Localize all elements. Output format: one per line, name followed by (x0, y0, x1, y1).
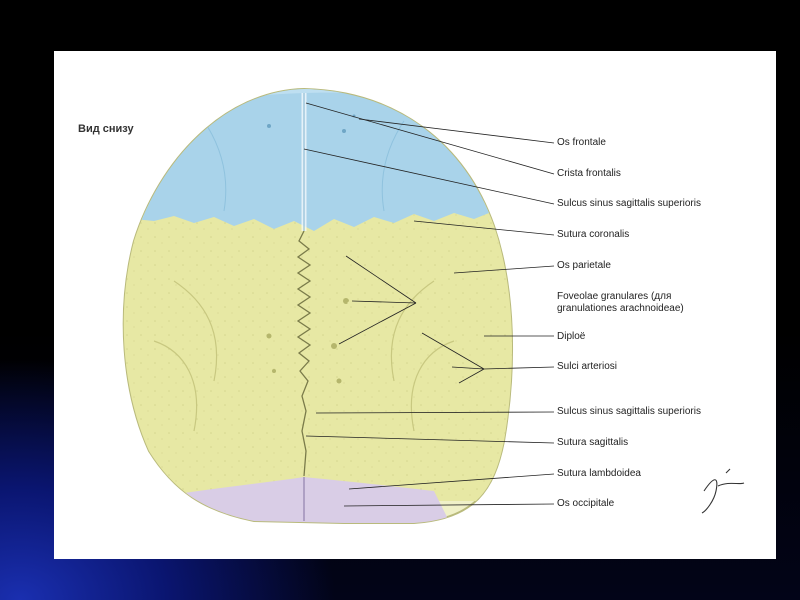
occipital-region (174, 477, 454, 523)
label-diploe: Diploë (557, 331, 586, 342)
label-sutura-lambdoidea: Sutura lambdoidea (557, 468, 641, 479)
label-sulcus-sss-lower: Sulcus sinus sagittalis superioris (557, 406, 701, 417)
netter-signature (701, 468, 745, 514)
skull-illustration (122, 87, 745, 524)
frontal-region (123, 89, 513, 231)
view-label: Вид снизу (78, 123, 134, 135)
leader-lines (303, 102, 555, 507)
label-crista-frontalis: Crista frontalis (557, 168, 621, 179)
illustration-panel: Вид снизу Os frontale Crista frontalis S… (54, 51, 776, 559)
label-foveolae-granulares-line1: Foveolae granulares (для (557, 291, 672, 302)
label-os-parietale: Os parietale (557, 260, 611, 271)
label-sutura-sagittalis: Sutura sagittalis (557, 437, 629, 448)
sagittal-suture (296, 230, 312, 477)
label-sulcus-sss-upper: Sulcus sinus sagittalis superioris (557, 198, 701, 209)
label-os-occipitale: Os occipitale (557, 498, 615, 509)
label-foveolae-granulares-line2: granulationes arachnoideae) (557, 303, 684, 314)
label-os-frontale: Os frontale (557, 137, 606, 148)
label-sulci-arteriosi: Sulci arteriosi (557, 361, 618, 372)
label-sutura-coronalis: Sutura coronalis (557, 229, 630, 240)
